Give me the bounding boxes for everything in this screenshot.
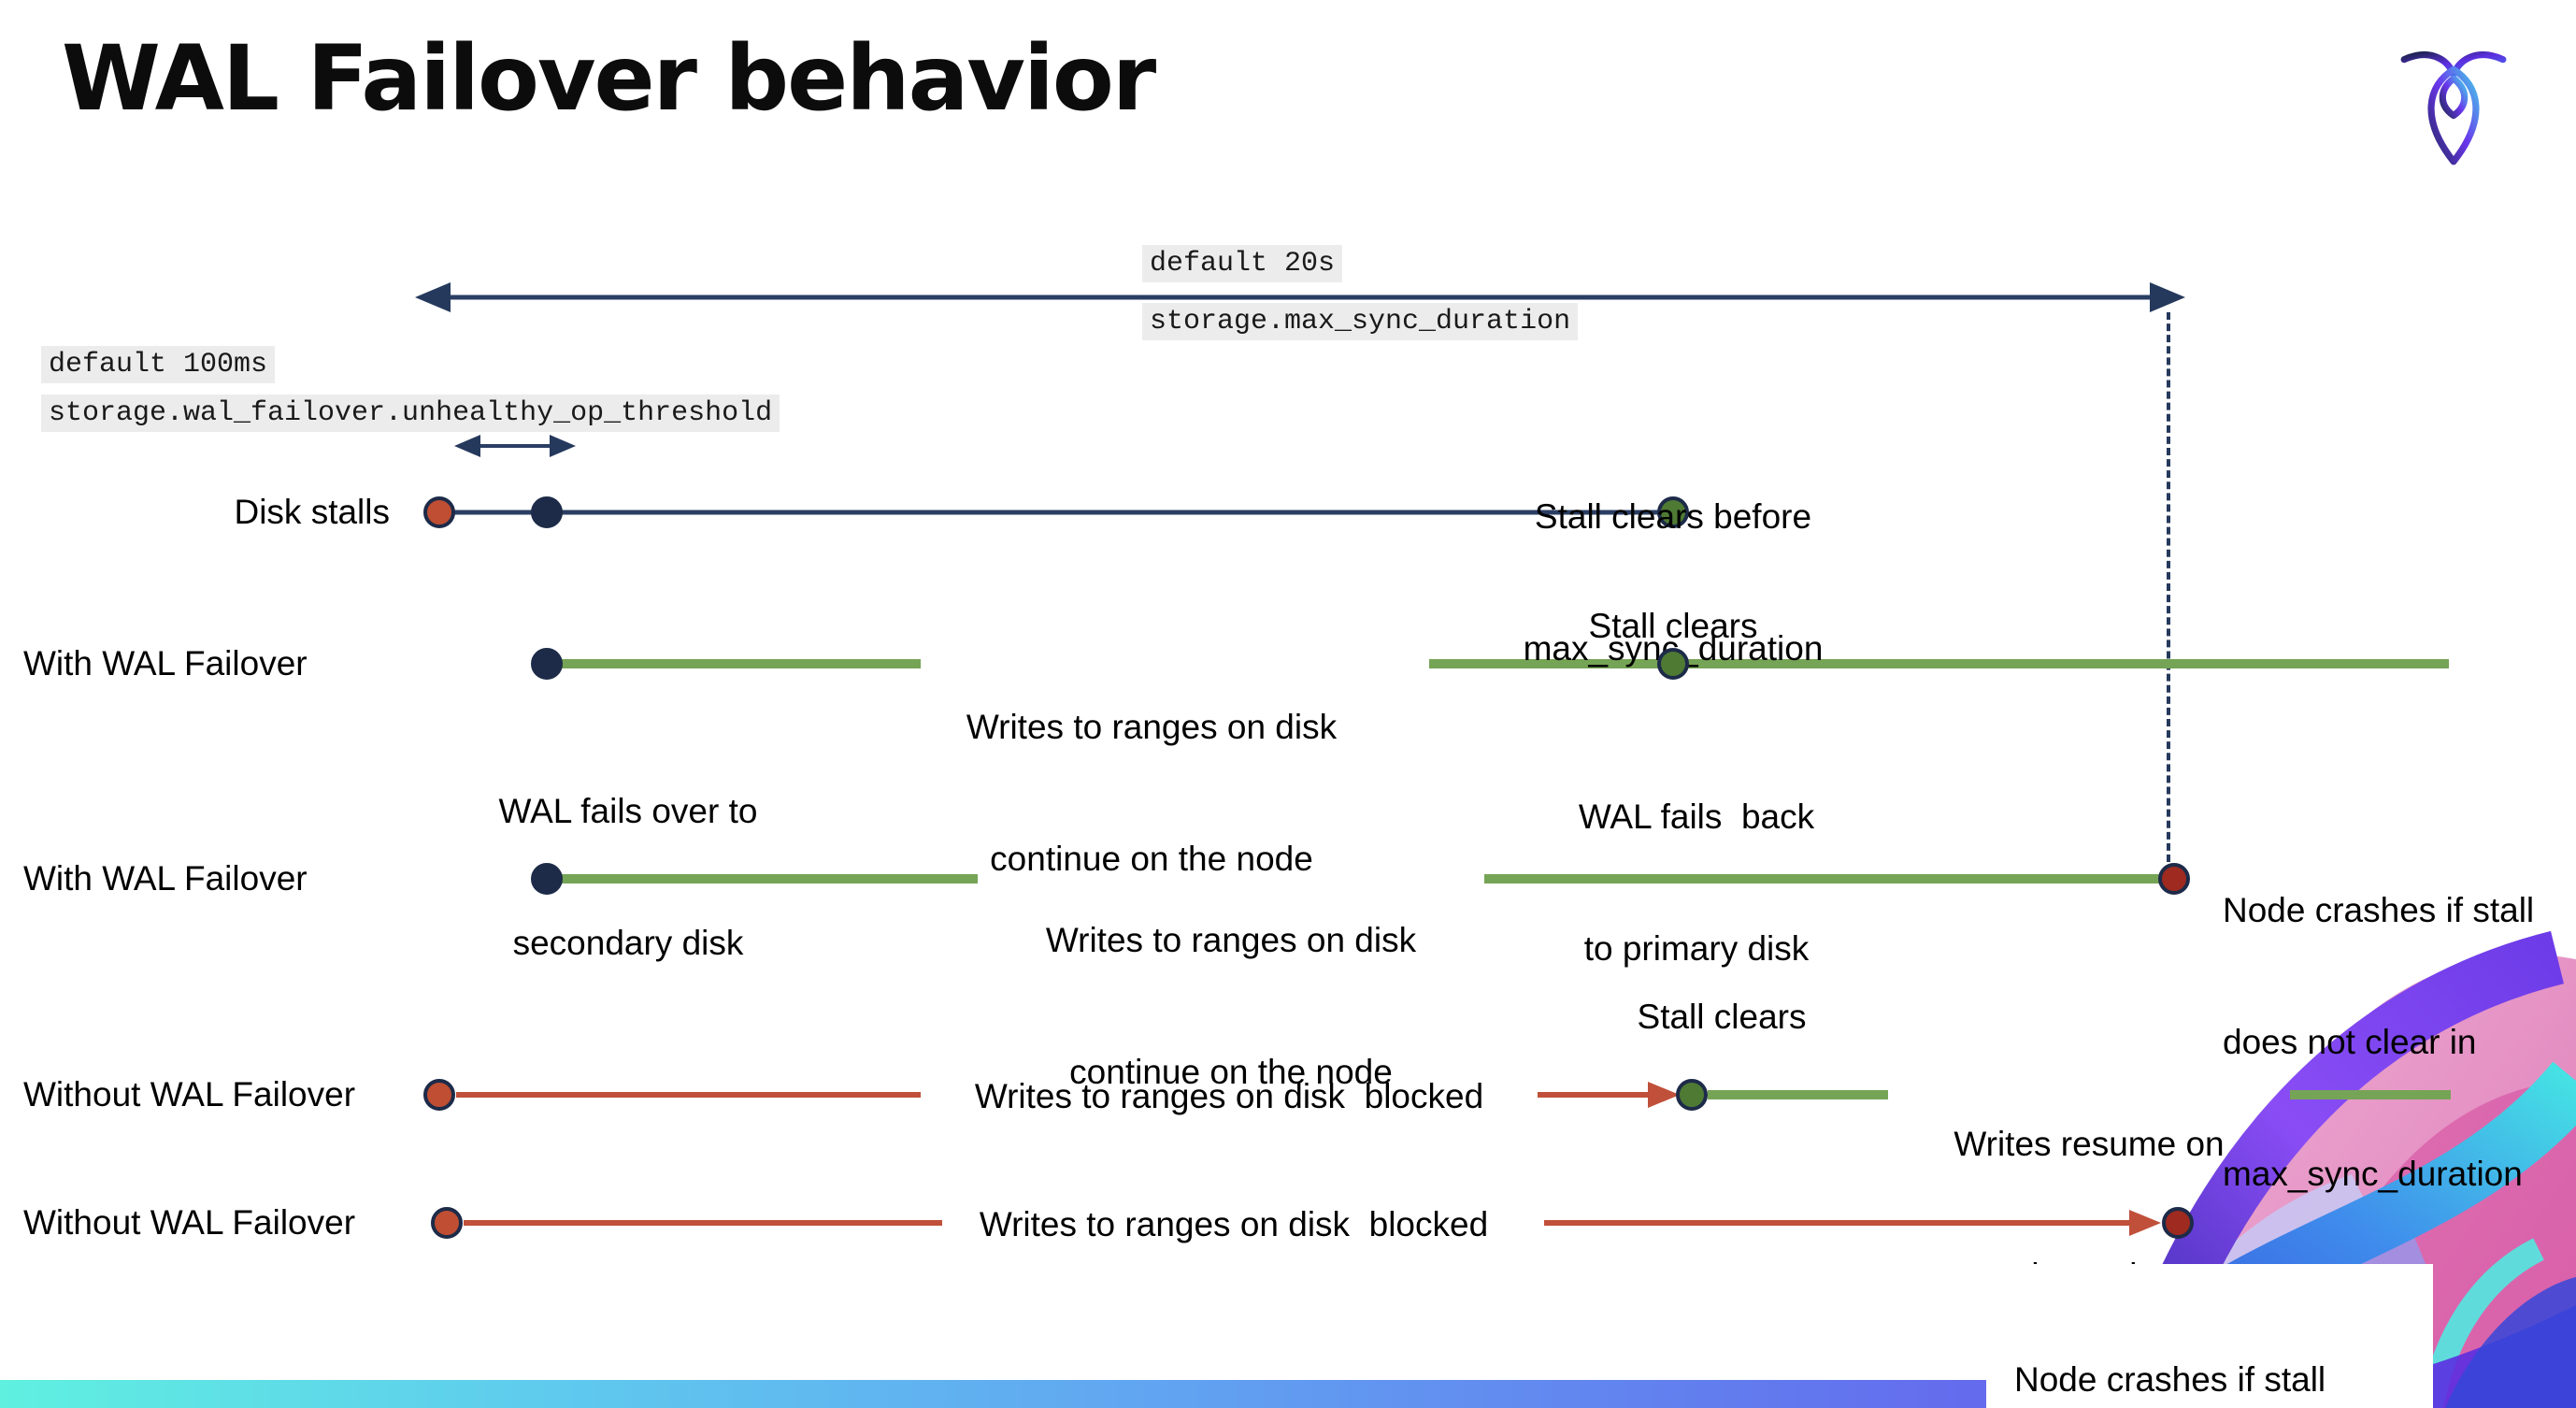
row-label-with-wal-failover-2: With WAL Failover [23, 859, 308, 898]
threshold-arrowhead-left-icon [454, 435, 480, 457]
stall-clear-dot-row2 [1657, 648, 1689, 680]
row-label-with-wal-failover-1: With WAL Failover [23, 644, 308, 682]
wal-fails-over-text: WAL fails over to secondary disk [498, 792, 758, 962]
wal-fails-back-text: WAL fails back to primary disk [1578, 797, 1815, 968]
writes-blocked-line-b [1538, 1092, 1654, 1098]
stall-start-dot-row5 [431, 1207, 463, 1239]
stall-clears-text-row4: Stall clears [1637, 998, 1807, 1036]
writes-continue-line-b [1429, 659, 2449, 668]
writes-continue-line-d [1484, 874, 2160, 884]
threshold-default-label: default 100ms [41, 346, 276, 383]
failover-dot-row3 [531, 863, 563, 895]
max-sync-boundary-dashed-line [2167, 312, 2170, 862]
writes-blocked-text-row5: Writes to ranges on disk blocked [979, 1205, 1489, 1243]
row-label-without-wal-failover-1: Without WAL Failover [23, 1075, 356, 1113]
stall-clears-text-row2: Stall clears [1588, 607, 1758, 645]
failover-dot-row2 [531, 648, 563, 680]
node-crashes-text-row3: Node crashes if stall does not clear in … [2223, 891, 2535, 1193]
threshold-span-line [469, 444, 561, 448]
node-crash-dot-row3 [2158, 863, 2190, 895]
disk-stall-timeline [439, 510, 1666, 515]
stall-start-dot-row4 [423, 1079, 455, 1111]
node-crash-dot-row5 [2162, 1207, 2194, 1239]
stall-clears-before-text: Stall clears before max_sync_duration [1524, 497, 1824, 668]
row-label-disk-stalls: Disk stalls [234, 493, 390, 531]
span-arrowhead-left-icon [415, 282, 451, 312]
max-sync-setting-label: storage.max_sync_duration [1142, 303, 1579, 340]
writes-blocked-line-c [464, 1220, 942, 1226]
stall-start-dot [423, 496, 455, 528]
threshold-setting-label: storage.wal_failover.unhealthy_op_thresh… [41, 395, 780, 432]
node-crashes-note-box: Node crashes if stall does not clear in … [1986, 1264, 2433, 1408]
writes-continue-line-a [561, 659, 921, 668]
max-sync-default-label: default 20s [1142, 245, 1343, 282]
writes-continue-text-row2: Writes to ranges on disk continue on the… [966, 708, 1338, 878]
stall-clear-dot [1657, 496, 1689, 528]
failover-threshold-dot [531, 496, 563, 528]
blocked-arrowhead-row4-icon [1648, 1082, 1680, 1108]
writes-blocked-text-row4: Writes to ranges on disk blocked [974, 1077, 1484, 1115]
node-crashes-text-row5: Node crashes if stall does not clear in … [2014, 1360, 2326, 1399]
threshold-arrowhead-right-icon [550, 435, 576, 457]
writes-resume-line-a [1708, 1090, 1888, 1099]
writes-continue-line-c [561, 874, 978, 884]
page-title: WAL Failover behavior [62, 26, 1156, 131]
blocked-arrowhead-row5-icon [2129, 1210, 2161, 1236]
max-sync-duration-span-line [439, 295, 2168, 300]
span-arrowhead-right-icon [2150, 282, 2185, 312]
cockroachdb-logo-icon [2400, 50, 2507, 165]
writes-blocked-line-d [1544, 1220, 2136, 1226]
writes-resume-line-b [2290, 1090, 2451, 1099]
writes-blocked-line-a [456, 1092, 921, 1098]
stall-clear-dot-row4 [1676, 1079, 1708, 1111]
row-label-without-wal-failover-2: Without WAL Failover [23, 1203, 356, 1242]
writes-continue-text-row3: Writes to ranges on disk continue on the… [1045, 921, 1417, 1091]
